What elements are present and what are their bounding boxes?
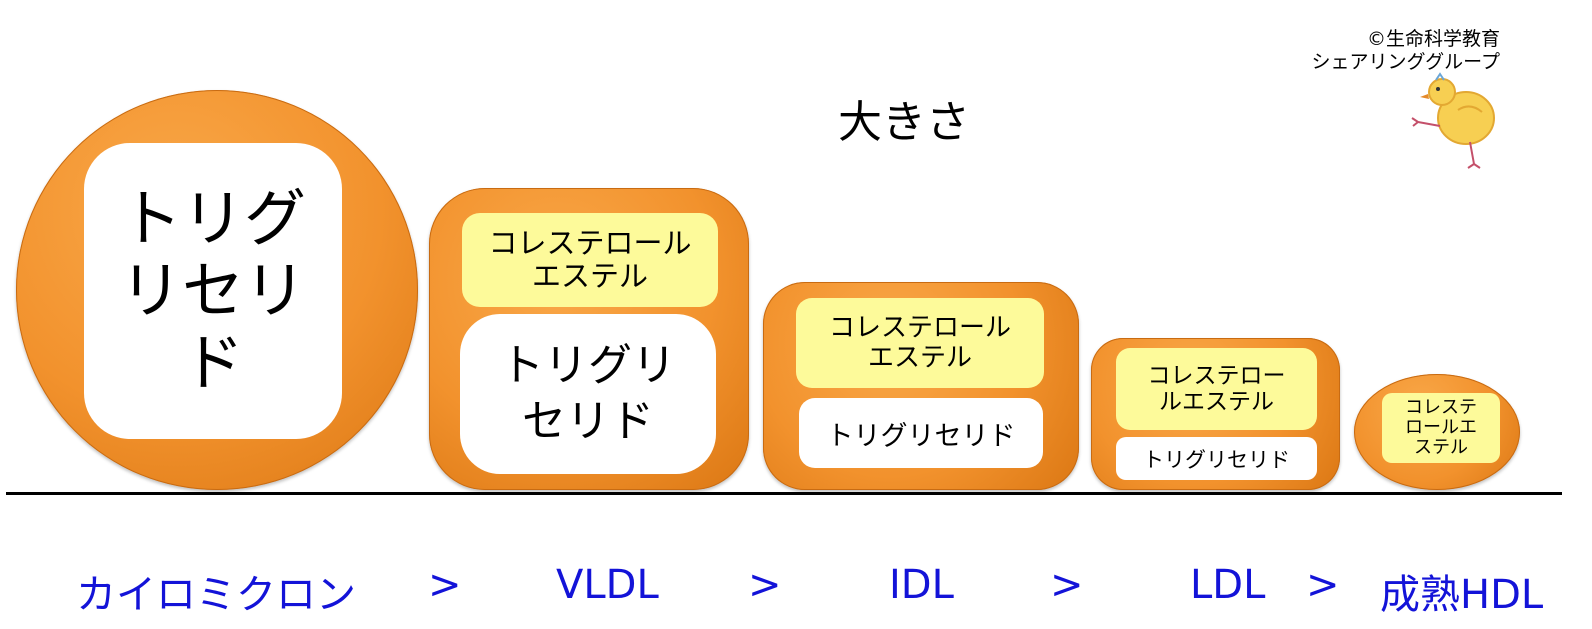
ldl-cholesterol-ester: コレステロールエステル [1116, 348, 1317, 430]
ldl-triglyceride: トリグリセリド [1116, 437, 1317, 480]
copyright-line-2: シェアリンググループ [1311, 51, 1500, 73]
label-mature-hdl: 成熟HDL [1380, 572, 1544, 618]
label-ldl: LDL [1190, 562, 1266, 608]
copyright-line-1: ©生命科学教育 [1366, 28, 1500, 50]
idl-cholesterol-ester: コレステロールエステル [796, 298, 1044, 388]
idl-triglyceride: トリグリセリド [799, 398, 1043, 468]
label-idl: IDL [889, 562, 954, 608]
idl-triglyceride-text: トリグリセリド [826, 420, 1016, 452]
greater-than-3: > [1050, 562, 1084, 608]
greater-than-4: > [1306, 562, 1340, 608]
vldl-cholesterol-ester-text: コレステロールエステル [488, 226, 692, 293]
greater-than-1: > [428, 562, 462, 608]
label-vldl: VLDL [556, 562, 659, 608]
copyright-notice: ©生命科学教育 シェアリンググループ [1312, 28, 1500, 74]
idl-cholesterol-ester-text: コレステロールエステル [828, 313, 1011, 373]
ldl-cholesterol-ester-text: コレステロールエステル [1147, 363, 1286, 415]
chick-icon [1411, 72, 1495, 169]
chylomicron-triglyceride: トリグリセリド [84, 143, 342, 439]
vldl-cholesterol-ester: コレステロールエステル [462, 213, 718, 307]
baseline-divider [6, 492, 1562, 495]
size-title: 大きさ [838, 97, 970, 148]
ldl-triglyceride-text: トリグリセリド [1143, 447, 1290, 472]
vldl-triglyceride: トリグリセリド [460, 314, 716, 474]
chylomicron-triglyceride-text: トリグリセリド [119, 182, 306, 399]
greater-than-2: > [748, 562, 782, 608]
hdl-cholesterol-ester-text: コレステロールエステル [1405, 397, 1477, 458]
label-chylomicron: カイロミクロン [76, 572, 356, 618]
vldl-triglyceride-text: トリグリセリド [500, 340, 676, 447]
hdl-cholesterol-ester: コレステロールエステル [1382, 393, 1500, 463]
